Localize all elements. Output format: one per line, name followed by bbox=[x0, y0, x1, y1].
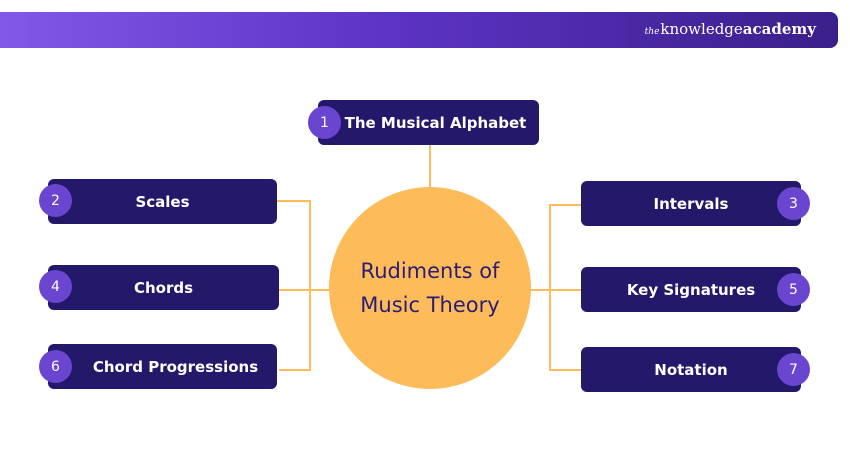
topic-box-chord-progressions: Chord Progressions bbox=[48, 344, 277, 389]
topic-number-badge: 1 bbox=[308, 106, 341, 139]
brand-logo: theknowledgeacademy bbox=[644, 20, 816, 38]
topic-number-badge: 4 bbox=[39, 270, 72, 303]
topic-box-musical-alphabet: The Musical Alphabet bbox=[318, 100, 539, 145]
topic-label: The Musical Alphabet bbox=[344, 113, 527, 132]
connector-right-bracket bbox=[549, 204, 581, 371]
topic-box-chords: Chords bbox=[48, 265, 279, 310]
central-topic-circle: Rudiments of Music Theory bbox=[329, 187, 531, 389]
topic-label: Chords bbox=[133, 278, 194, 297]
topic-box-intervals: Intervals bbox=[581, 181, 801, 226]
topic-label: Scales bbox=[135, 192, 190, 211]
topic-number-badge: 6 bbox=[39, 350, 72, 383]
topic-box-key-signatures: Key Signatures bbox=[581, 267, 801, 312]
topic-number-badge: 5 bbox=[777, 273, 810, 306]
topic-label: Key Signatures bbox=[626, 280, 756, 299]
topic-label: Notation bbox=[654, 360, 728, 379]
topic-box-notation: Notation bbox=[581, 347, 801, 392]
topic-label: Chord Progressions bbox=[92, 357, 259, 376]
header-banner: theknowledgeacademy bbox=[0, 12, 838, 48]
central-topic-title: Rudiments of Music Theory bbox=[360, 259, 500, 317]
topic-number-badge: 7 bbox=[777, 353, 810, 386]
topic-box-scales: Scales bbox=[48, 179, 277, 224]
topic-label: Intervals bbox=[653, 194, 729, 213]
connector-left-bracket bbox=[277, 200, 311, 371]
topic-number-badge: 2 bbox=[39, 184, 72, 217]
topic-number-badge: 3 bbox=[777, 187, 810, 220]
